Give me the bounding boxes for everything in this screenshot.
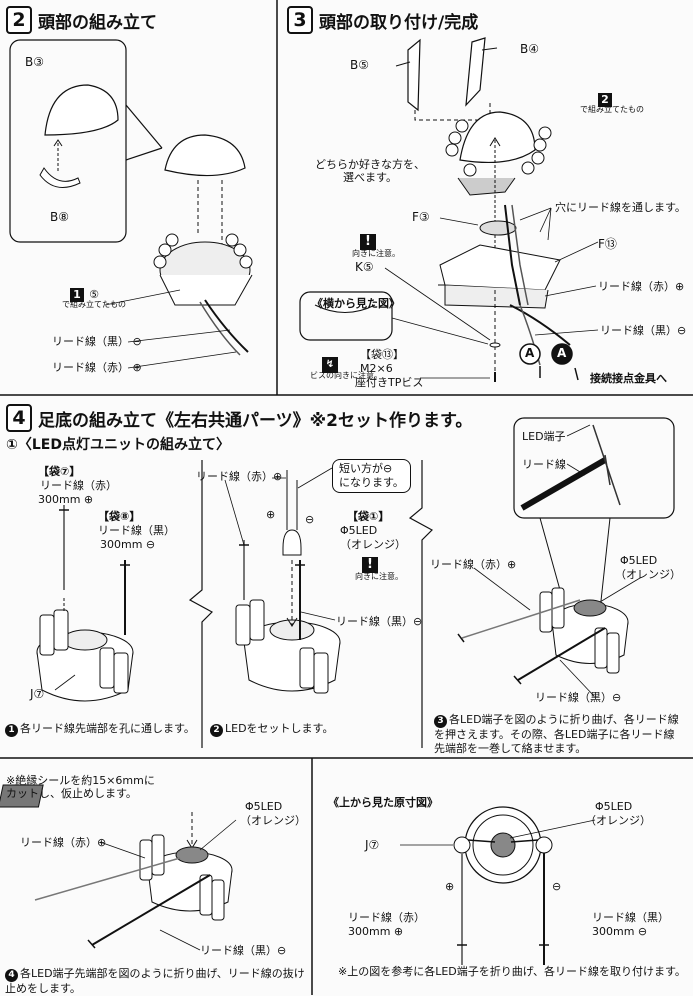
section-2-number: 2 bbox=[6, 6, 32, 34]
led-color-s4: （オレンジ） bbox=[240, 814, 306, 827]
lead-wire-label: リード線 bbox=[522, 458, 566, 471]
led-name-tv: Φ5LED bbox=[595, 800, 633, 813]
bag-13-label: 【袋⑬】 bbox=[360, 348, 404, 361]
minus-sign: ⊖ bbox=[305, 513, 315, 526]
lead-black-label-s3: リード線（黒）⊖ bbox=[600, 324, 687, 337]
section-3-number: 3 bbox=[287, 6, 313, 34]
len-minus-tv: 300mm ⊖ bbox=[592, 925, 648, 938]
part-b4-label: B④ bbox=[520, 42, 539, 56]
screw-spec: M2×6 bbox=[360, 362, 393, 375]
mark-a-outline: A bbox=[525, 346, 535, 360]
led-terminal-label: LED端子 bbox=[522, 430, 566, 443]
lead-black-s4: リード線（黒） bbox=[98, 524, 175, 537]
bag-ref: 1 ⑤ bbox=[70, 283, 99, 302]
plus-tv: ⊕ bbox=[445, 880, 455, 893]
lead-red-plus-st4: リード線（赤）⊕ bbox=[20, 836, 107, 849]
led-color-tv: （オレンジ） bbox=[585, 814, 651, 827]
led-name: Φ5LED bbox=[340, 524, 378, 537]
bag-8-label: 【袋⑧】 bbox=[98, 510, 141, 523]
choose-note: どちらか好きな方を、 選べます。 bbox=[315, 158, 425, 185]
section-4-number: 4 bbox=[6, 404, 32, 432]
lead-red-label-s3: リード線（赤）⊕ bbox=[598, 280, 685, 293]
screw-name: 座付きTPビス bbox=[355, 376, 424, 389]
section-4-heading: 4 足底の組み立て《左右共通パーツ》※2セット作ります。 bbox=[6, 404, 472, 432]
part-b5-label: B⑤ bbox=[350, 58, 369, 72]
top-view-title: 《上から見た原寸図》 bbox=[328, 796, 438, 809]
len-plus-tv: 300mm ⊕ bbox=[348, 925, 404, 938]
lead-red-plus-s4: リード線（赤）⊕ bbox=[196, 470, 283, 483]
screw-note: ビスの向きに注意。 bbox=[310, 371, 382, 380]
minus-tv: ⊖ bbox=[552, 880, 562, 893]
ref-2: 2 bbox=[598, 88, 612, 107]
bag-ref-part: ⑤ bbox=[89, 288, 99, 301]
section-2-heading: 2 頭部の組み立て bbox=[6, 6, 157, 34]
part-j7-tv: J⑦ bbox=[365, 838, 380, 852]
lead-black-tv: リード線（黒） bbox=[592, 911, 669, 924]
caution-icon: ! bbox=[360, 230, 376, 250]
part-k5-label: K⑤ bbox=[355, 260, 374, 274]
part-j7-label: J⑦ bbox=[30, 687, 45, 701]
caution-note: 向きに注意。 bbox=[352, 249, 400, 258]
section-4-subtitle: ①〈LED点灯ユニットの組み立て〉 bbox=[6, 437, 230, 453]
section-2-title: 頭部の組み立て bbox=[38, 12, 157, 33]
part-b8-label: B⑧ bbox=[50, 210, 69, 224]
seal-note: ※絶縁シールを約15×6mmに カットし、仮止めします。 bbox=[6, 774, 155, 801]
caution-icon-s4: ! bbox=[362, 553, 378, 573]
lead-black-minus-s3: リード線（黒）⊖ bbox=[535, 691, 622, 704]
part-b3-label: B③ bbox=[25, 55, 44, 69]
bag-1-label: 【袋①】 bbox=[347, 510, 390, 523]
lead-black-label: リード線（黒） ⊖ bbox=[52, 335, 142, 348]
ref-2-note: で組み立てたもの bbox=[580, 105, 644, 114]
bottom-note: ※上の図を参考に各LED端子を折り曲げ、各リード線を取り付けます。 bbox=[338, 965, 686, 978]
led-color-s3: （オレンジ） bbox=[615, 568, 681, 581]
len-300-plus: 300mm ⊕ bbox=[38, 493, 94, 506]
hole-note: 穴にリード線を通します。 bbox=[555, 201, 686, 214]
ref-2-number: 2 bbox=[598, 93, 612, 107]
lead-red-plus-s3: リード線（赤）⊕ bbox=[430, 558, 517, 571]
lead-red-tv: リード線（赤） bbox=[348, 911, 425, 924]
bag-7-label: 【袋⑦】 bbox=[38, 465, 81, 478]
caution-note-s4: 向きに注意。 bbox=[355, 572, 403, 581]
lead-black-minus-s4: リード線（黒）⊖ bbox=[336, 615, 423, 628]
connect-note: 接続接点金具へ bbox=[590, 372, 667, 385]
section-4-title: 足底の組み立て《左右共通パーツ》※2セット作ります。 bbox=[38, 410, 473, 431]
plus-sign: ⊕ bbox=[266, 508, 276, 521]
led-color: （オレンジ） bbox=[340, 538, 406, 551]
led-name-s3: Φ5LED bbox=[620, 554, 658, 567]
part-f3-label: F③ bbox=[412, 210, 430, 224]
screw-direction-icon: ↯ bbox=[322, 352, 338, 373]
short-lead-note: 短い方が⊖ になります。 bbox=[332, 459, 411, 493]
section-3-heading: 3 頭部の取り付け/完成 bbox=[287, 6, 478, 34]
side-view-label: 《横から見た図》 bbox=[312, 297, 400, 310]
lead-red-s4: リード線（赤） bbox=[40, 479, 117, 492]
mark-a-filled: A bbox=[557, 346, 567, 360]
section-3-title: 頭部の取り付け/完成 bbox=[319, 12, 479, 33]
part-f13-label: F⑬ bbox=[598, 237, 617, 251]
led-name-s4: Φ5LED bbox=[245, 800, 283, 813]
len-300-minus: 300mm ⊖ bbox=[100, 538, 156, 551]
lead-red-label: リード線（赤） ⊕ bbox=[52, 361, 142, 374]
bag-ref-number: 1 bbox=[70, 288, 84, 302]
bag-ref-note: で組み立てたもの bbox=[62, 300, 126, 309]
lead-black-minus-st4: リード線（黒）⊖ bbox=[200, 944, 287, 957]
